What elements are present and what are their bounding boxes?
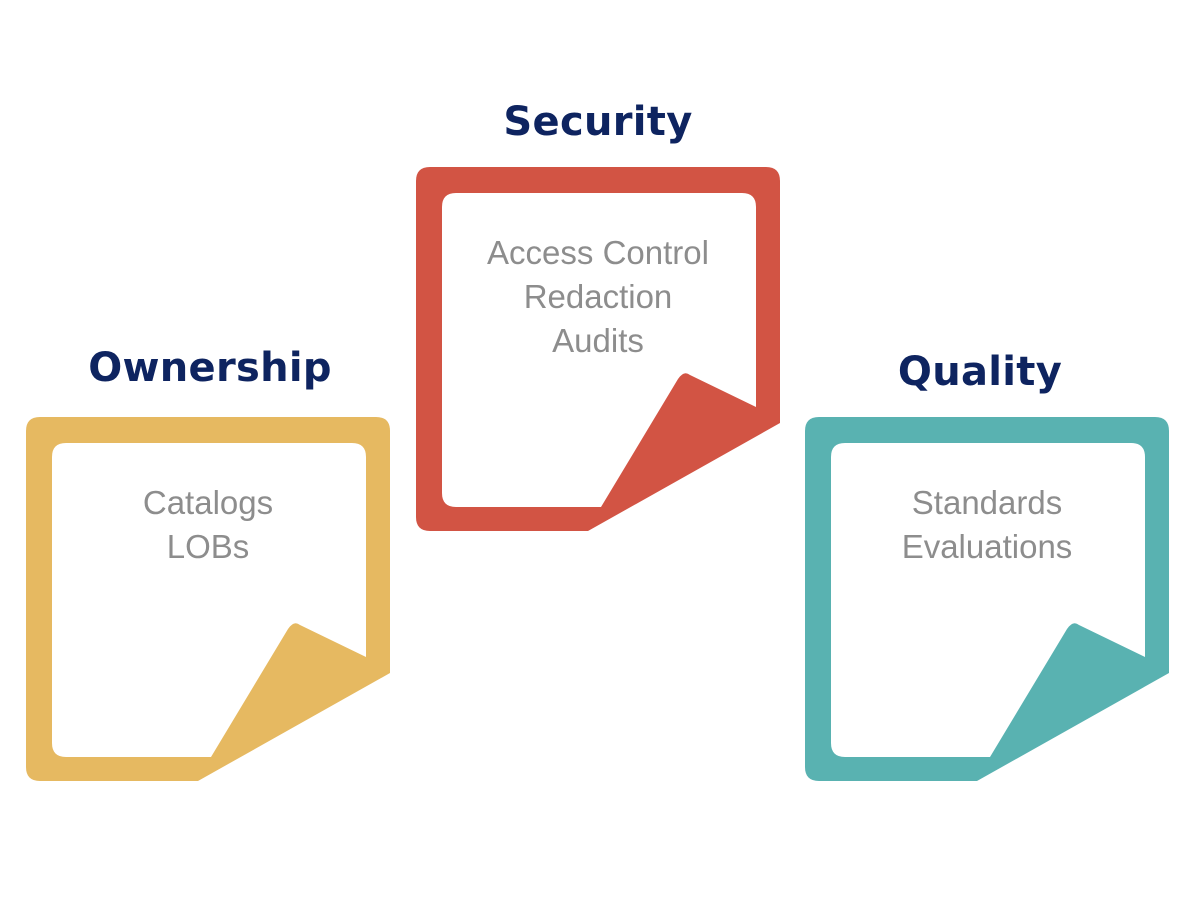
ownership-item: Catalogs: [142, 484, 274, 521]
ownership-card: Catalogs LOBs: [26, 417, 390, 781]
security-card: Access Control Redaction Audits: [416, 167, 780, 531]
ownership-heading: Ownership: [88, 345, 332, 391]
security-item: Access Control: [487, 234, 709, 271]
ownership-item: LOBs: [166, 528, 250, 565]
security-items: Access Control Redaction Audits: [442, 231, 754, 363]
quality-item: Evaluations: [901, 528, 1073, 565]
quality-note-shape: [805, 417, 1169, 781]
quality-item: Standards: [911, 484, 1063, 521]
ownership-items: Catalogs LOBs: [52, 481, 364, 569]
quality-card: Standards Evaluations: [805, 417, 1169, 781]
security-item: Redaction: [523, 278, 673, 315]
security-item: Audits: [552, 322, 644, 359]
security-note-shape: [416, 167, 780, 531]
quality-heading: Quality: [897, 349, 1063, 395]
security-heading: Security: [503, 99, 693, 145]
ownership-note-shape: [26, 417, 390, 781]
quality-items: Standards Evaluations: [831, 481, 1143, 569]
